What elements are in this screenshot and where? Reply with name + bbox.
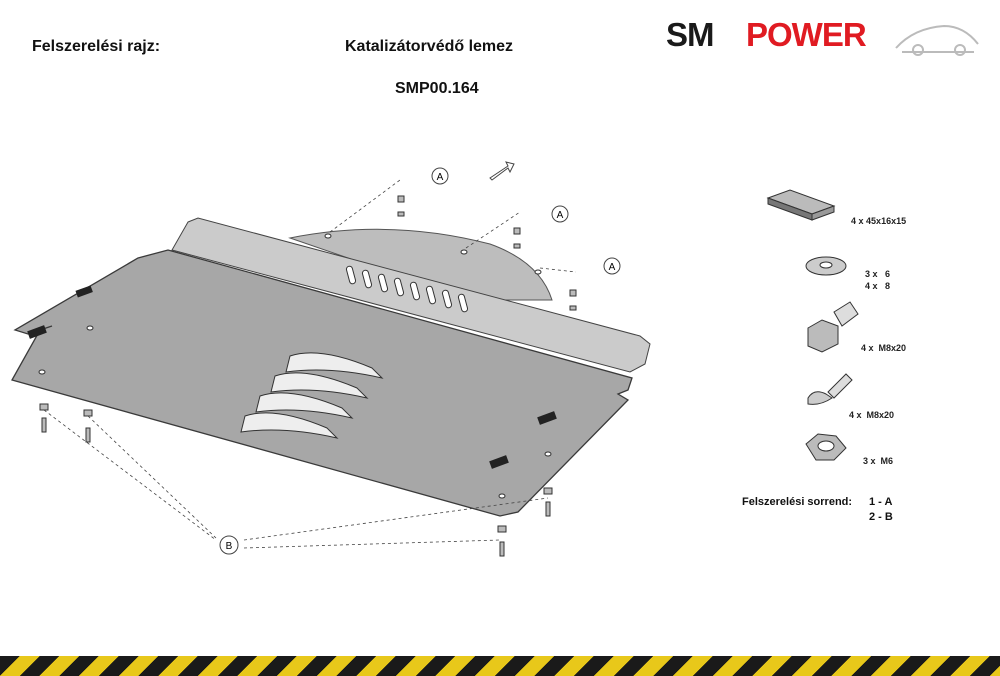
hex-bolt-icon — [807, 301, 859, 353]
part-spec: M8x20 — [866, 410, 895, 420]
part-spec: 6 8 — [885, 269, 891, 291]
part-spec: 45x16x15 — [866, 216, 907, 226]
washer-icon — [805, 256, 847, 276]
drawing-title-label: Felszerelési rajz: — [32, 38, 161, 55]
vent-slots — [345, 265, 469, 313]
part-label-hex-nut: 3 x M6 — [858, 443, 893, 467]
callout-a-text-2: A — [557, 210, 564, 221]
callout-b: B — [219, 535, 239, 555]
part-spec: M8x20 — [878, 343, 907, 353]
sequence-label: Felszerelési sorrend: — [742, 496, 853, 508]
nuts-a — [397, 195, 577, 311]
callout-b-text: B — [226, 541, 233, 552]
part-label-countersunk-bolt: 4 x M8x20 — [844, 397, 894, 421]
hex-nut-icon — [805, 433, 847, 461]
part-label-hex-bolt: 4 x M8x20 — [856, 330, 906, 354]
leader-lines — [43, 179, 577, 549]
bolts-b — [39, 403, 553, 557]
product-name: Katalizátorvédő lemez — [345, 38, 514, 55]
spacer-blocks — [27, 285, 557, 469]
logo-text-sm: SM — [666, 16, 714, 53]
part-qty: 3 x 4 x — [865, 269, 878, 291]
brand-logo: SM POWER — [662, 14, 982, 58]
part-label-spacer: 4 x 45x16x15 — [846, 203, 906, 227]
callout-a-2: A — [551, 205, 569, 223]
logo-text-power: POWER — [746, 16, 867, 53]
part-qty: 4 x — [849, 410, 862, 420]
part-number: SMP00.164 — [395, 80, 479, 97]
part-qty: 4 x — [851, 216, 864, 226]
part-qty: 4 x — [861, 343, 874, 353]
hazard-stripe-footer — [0, 656, 1000, 676]
countersunk-bolt-icon — [807, 373, 853, 405]
plate-rear-flange — [171, 217, 651, 373]
part-qty: 3 x — [863, 456, 876, 466]
sequence-step-2: 2 - B — [869, 511, 893, 523]
louvre-vents — [240, 352, 384, 439]
assembly-drawing: A A A B — [11, 161, 859, 557]
sequence-step-1: 1 - A — [869, 496, 893, 508]
mounting-holes — [38, 233, 552, 499]
car-silhouette-icon — [895, 24, 979, 56]
spacer-block-icon — [766, 189, 836, 221]
callout-a-1: A — [431, 167, 449, 185]
callout-a-text-1: A — [437, 172, 444, 183]
callout-a-text-3: A — [609, 262, 616, 273]
part-spec: M6 — [880, 456, 894, 466]
part-label-washer: 3 x 4 x 6 8 — [860, 256, 890, 292]
direction-arrow-icon — [489, 161, 515, 181]
callout-a-3: A — [603, 257, 621, 275]
